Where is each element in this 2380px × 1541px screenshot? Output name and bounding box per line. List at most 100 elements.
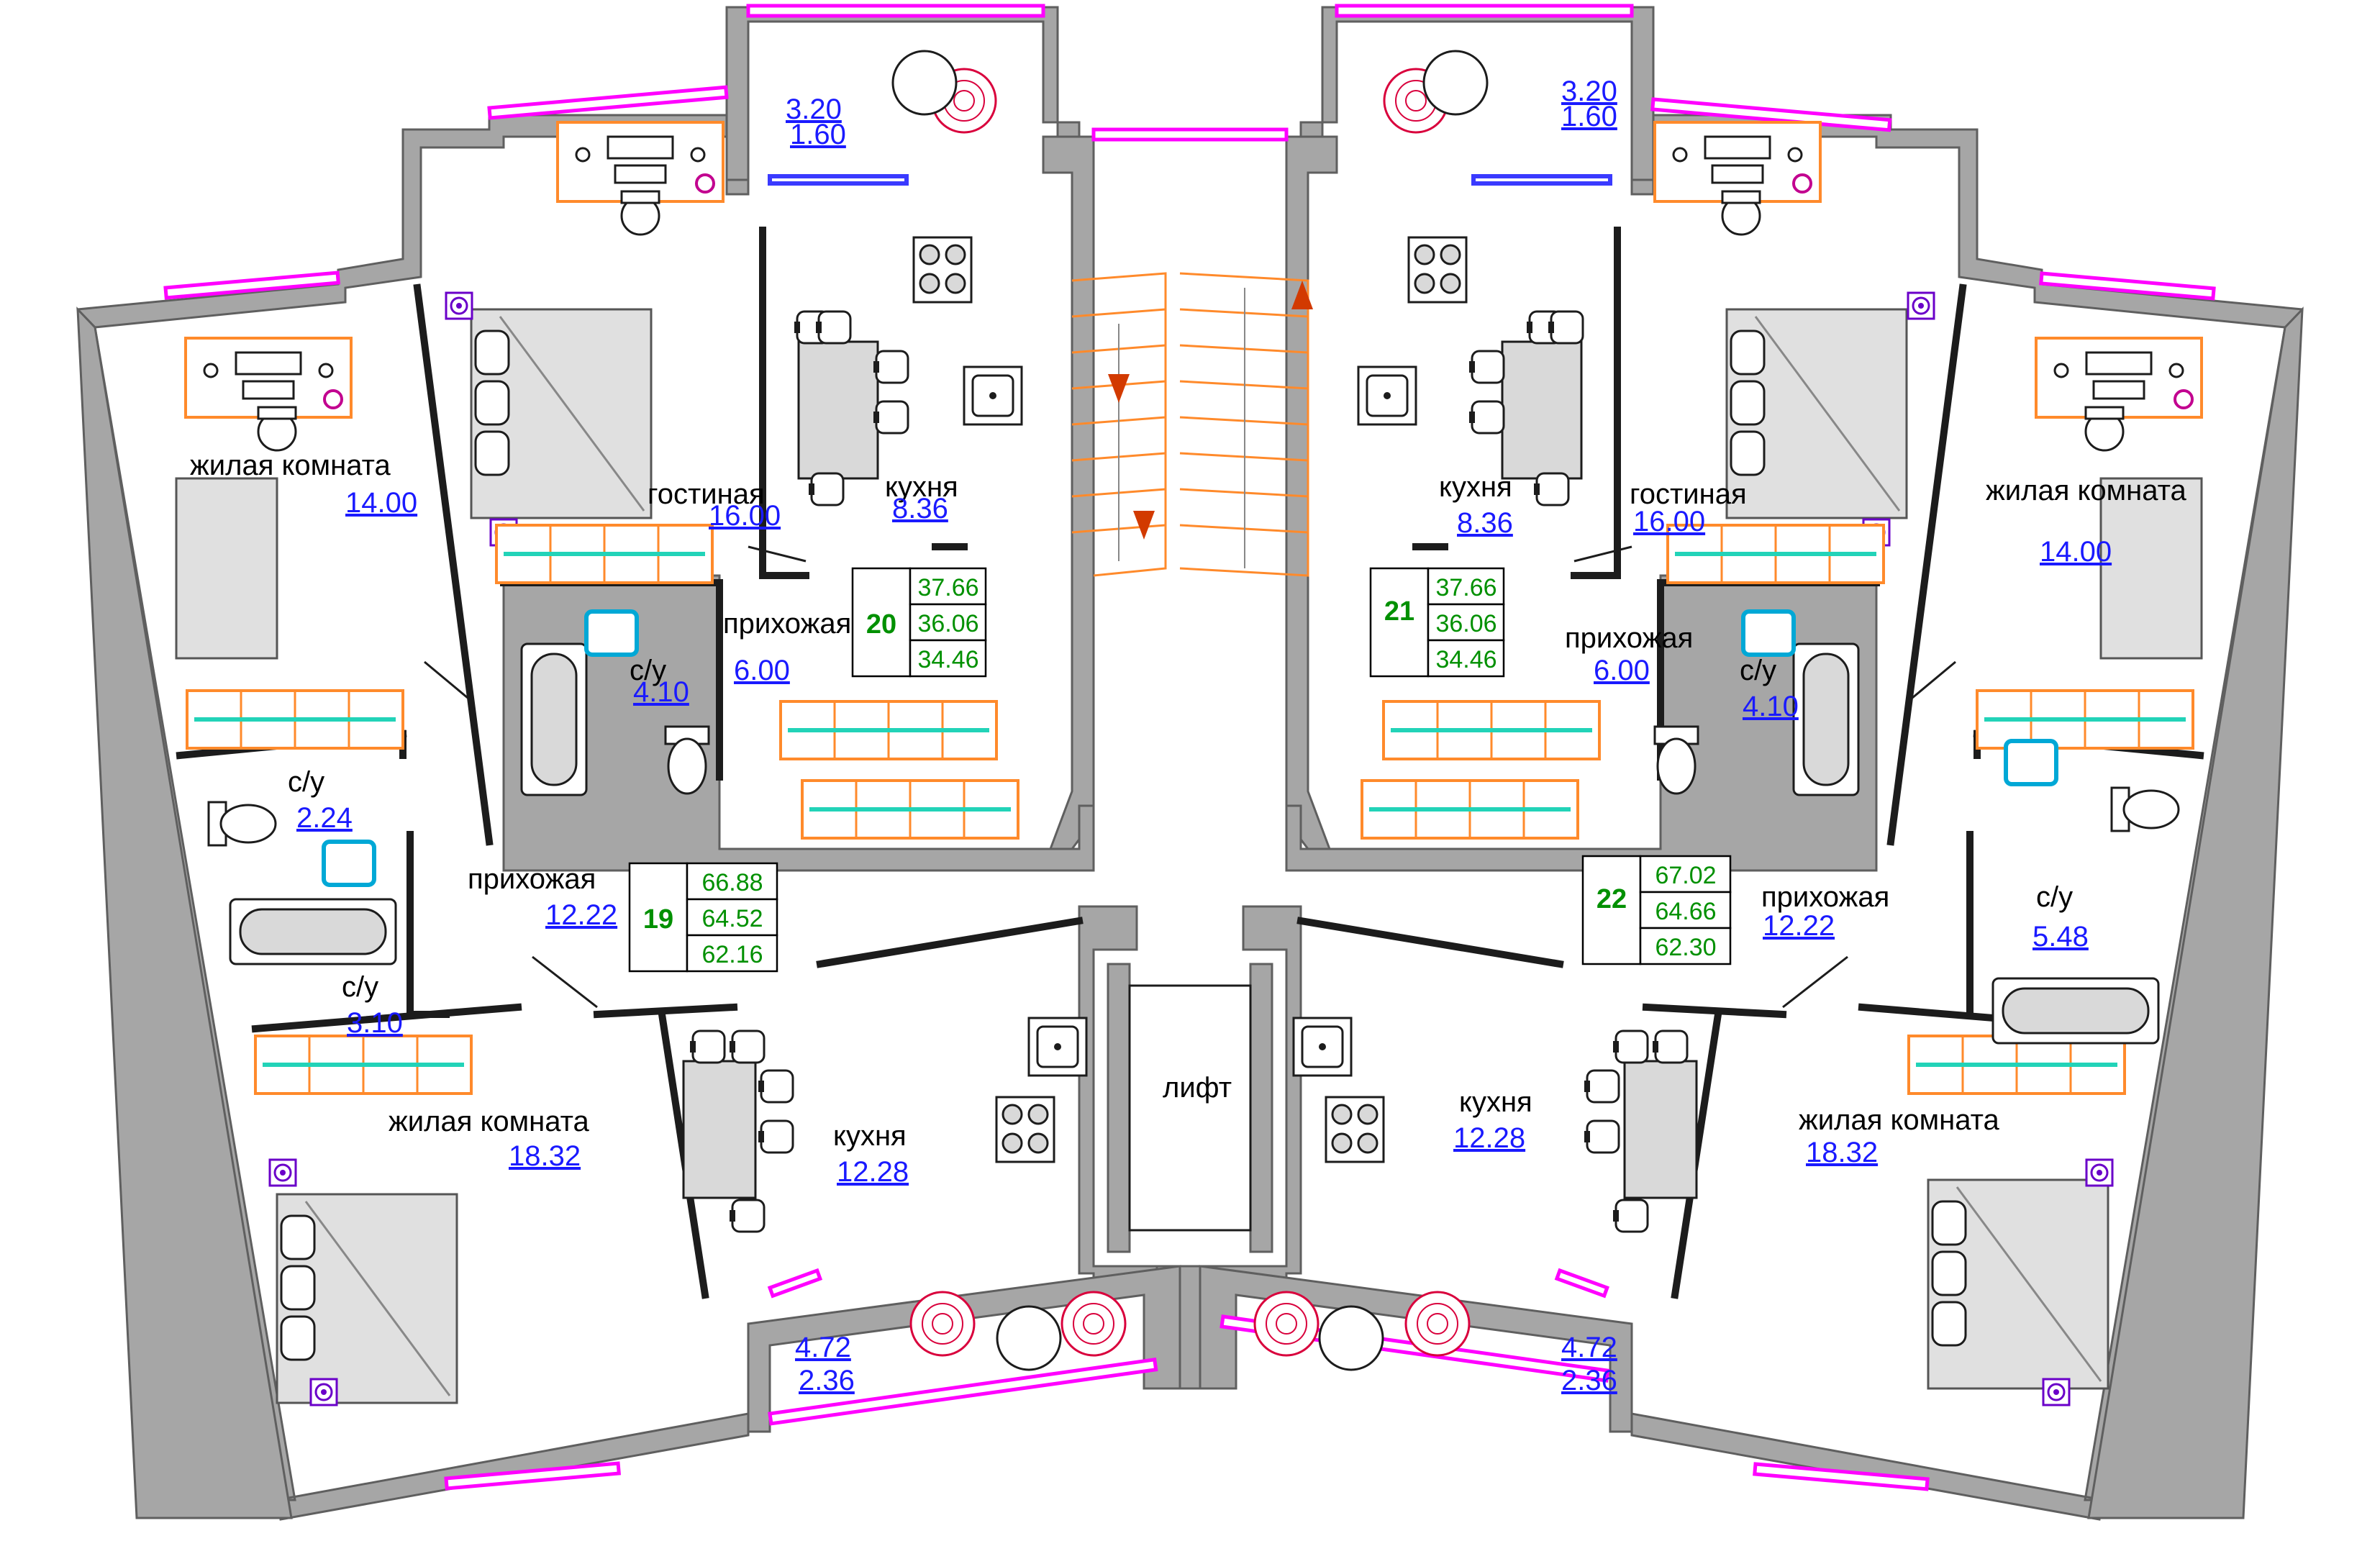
balcony-area-total: 3.20 bbox=[1561, 76, 1617, 107]
toilet-icon bbox=[1653, 725, 1699, 795]
kitchen-sink-icon bbox=[963, 365, 1023, 426]
wardrobe-icon bbox=[781, 701, 996, 759]
kitchen-sink-icon bbox=[1027, 1017, 1088, 1077]
wardrobe-icon bbox=[496, 525, 712, 583]
balcony-area-total: 4.72 bbox=[795, 1332, 851, 1363]
room-label-living: жилая комната bbox=[1986, 475, 2186, 506]
room-area-hall: 6.00 bbox=[1594, 655, 1650, 686]
apartment-info-19: 19 66.88 64.52 62.16 bbox=[628, 862, 778, 973]
balcony-area-total: 3.20 bbox=[786, 94, 842, 125]
apartment-number: 21 bbox=[1384, 596, 1414, 627]
room-area-living: 14.00 bbox=[2040, 536, 2112, 568]
room-label-hall: прихожая bbox=[723, 608, 851, 640]
kitchen-sink-icon bbox=[1357, 365, 1417, 426]
room-label-bath: с/у bbox=[1740, 655, 1776, 686]
washer-icon bbox=[324, 842, 374, 885]
balcony-area-reduced: 1.60 bbox=[1561, 101, 1617, 132]
room-area-hall: 12.22 bbox=[545, 899, 617, 931]
table-icon bbox=[1623, 1060, 1698, 1199]
stove-icon bbox=[995, 1096, 1055, 1163]
furniture bbox=[175, 50, 2203, 1406]
bed-icon bbox=[2099, 477, 2203, 660]
room-label-bath: с/у bbox=[630, 655, 666, 686]
table-icon bbox=[1422, 50, 1489, 116]
apartment-number: 19 bbox=[643, 904, 673, 935]
bathtub-icon bbox=[1792, 642, 1860, 796]
room-area-bath: 4.10 bbox=[1743, 691, 1799, 722]
office-chair-icon bbox=[1721, 190, 1761, 236]
room-label-kitchen: кухня bbox=[1439, 471, 1512, 503]
bed-icon bbox=[175, 477, 278, 660]
room-label-hall: прихожая bbox=[1761, 881, 1889, 913]
apartment-area-total: 66.88 bbox=[701, 869, 763, 896]
bathtub-icon bbox=[520, 642, 588, 796]
bed-icon bbox=[1725, 308, 1908, 519]
room-label-bath: с/у bbox=[2036, 881, 2073, 913]
room-label-kitchen: кухня bbox=[885, 471, 958, 503]
room-label-lounge: гостиная bbox=[648, 478, 765, 510]
speaker-icon bbox=[445, 291, 473, 320]
apartment-area-living: 34.46 bbox=[917, 646, 978, 673]
room-area-hall: 6.00 bbox=[734, 655, 790, 686]
stove-icon bbox=[1407, 236, 1468, 304]
apartment-area-living: 62.30 bbox=[1655, 934, 1716, 961]
speaker-icon bbox=[268, 1158, 297, 1187]
table-icon bbox=[682, 1060, 757, 1199]
office-chair-icon bbox=[257, 406, 297, 452]
desk-icon bbox=[1653, 121, 1822, 203]
apartment-number: 22 bbox=[1596, 884, 1627, 914]
apartment-area-reduced: 64.66 bbox=[1655, 898, 1716, 925]
kitchen-sink-icon bbox=[1292, 1017, 1353, 1077]
apartment-area-living: 62.16 bbox=[701, 941, 763, 968]
room-area-bath: 5.48 bbox=[2032, 921, 2089, 953]
speaker-icon bbox=[309, 1378, 338, 1406]
room-area-living: 18.32 bbox=[1806, 1137, 1878, 1168]
wardrobe-icon bbox=[187, 691, 403, 748]
toilet-icon bbox=[2110, 786, 2180, 832]
speaker-icon bbox=[1907, 291, 1935, 320]
apartment-info-20: 20 37.66 36.06 34.46 bbox=[851, 567, 987, 678]
stove-icon bbox=[912, 236, 973, 304]
bathtub-icon bbox=[1991, 977, 2160, 1045]
table-icon bbox=[1318, 1305, 1384, 1371]
room-label-kitchen: кухня bbox=[833, 1120, 907, 1152]
table-icon bbox=[797, 340, 879, 480]
speaker-icon bbox=[2085, 1158, 2114, 1187]
room-area-bath: 3.10 bbox=[347, 1007, 403, 1039]
wardrobe-icon bbox=[802, 781, 1018, 838]
apartment-info-22: 22 67.02 64.66 62.30 bbox=[1581, 855, 1732, 965]
room-label-bath: с/у bbox=[342, 971, 378, 1003]
washer-icon bbox=[2006, 741, 2056, 784]
toilet-icon bbox=[664, 725, 710, 795]
outer-walls bbox=[76, 6, 2304, 1521]
room-label-living: жилая комната bbox=[1799, 1104, 1999, 1136]
apartment-area-total: 37.66 bbox=[917, 574, 978, 601]
office-chair-icon bbox=[2084, 406, 2125, 452]
office-chair-icon bbox=[620, 190, 660, 236]
table-icon bbox=[996, 1305, 1062, 1371]
room-label-kitchen: кухня bbox=[1459, 1086, 1532, 1118]
apartment-area-total: 37.66 bbox=[1435, 574, 1496, 601]
wardrobe-icon bbox=[255, 1036, 471, 1094]
room-area-kitchen: 8.36 bbox=[1457, 507, 1513, 539]
room-area-lounge: 16.00 bbox=[1633, 506, 1705, 537]
desk-icon bbox=[2035, 337, 2203, 419]
room-area-bath: 4.10 bbox=[633, 676, 689, 708]
wardrobe-icon bbox=[1909, 1036, 2125, 1094]
apartment-number: 20 bbox=[866, 609, 896, 640]
bed-icon bbox=[276, 1193, 458, 1404]
desk-icon bbox=[184, 337, 353, 419]
balcony-area-reduced: 2.36 bbox=[799, 1365, 855, 1396]
apartment-info-21: 21 37.66 36.06 34.46 bbox=[1369, 567, 1505, 678]
balcony-area-reduced: 1.60 bbox=[790, 119, 846, 150]
room-label-living: жилая комната bbox=[190, 450, 391, 481]
elevator-shaft bbox=[1128, 984, 1252, 1232]
table-icon bbox=[891, 50, 958, 116]
room-area-hall: 12.22 bbox=[1763, 910, 1835, 942]
desk-icon bbox=[556, 121, 725, 203]
apartment-area-reduced: 36.06 bbox=[917, 610, 978, 637]
bed-icon bbox=[1927, 1178, 2109, 1390]
wardrobe-icon bbox=[1384, 701, 1599, 759]
apartment-area-living: 34.46 bbox=[1435, 646, 1496, 673]
